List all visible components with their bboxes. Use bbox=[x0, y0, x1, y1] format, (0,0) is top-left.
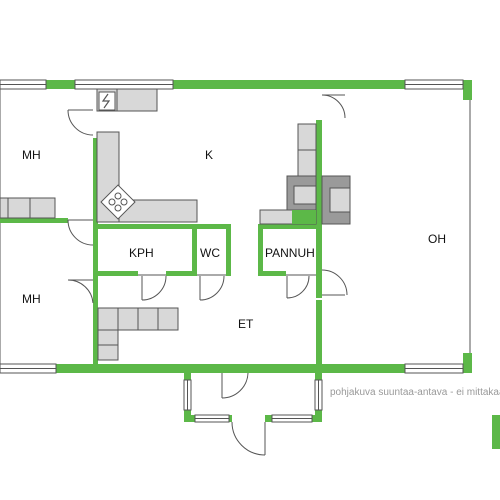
disclaimer-note: pohjakuva suuntaa-antava - ei mittakaava… bbox=[330, 387, 500, 398]
bath-top-wall bbox=[93, 224, 231, 229]
pannuh-left-wall bbox=[258, 224, 263, 276]
storage-kitchen bbox=[297, 123, 317, 177]
room-label-et: ET bbox=[238, 317, 254, 331]
wardrobe-hall bbox=[97, 307, 179, 361]
window-2 bbox=[74, 79, 174, 90]
door-mh-top bbox=[67, 109, 94, 136]
wardrobe-mh-top bbox=[0, 197, 56, 219]
door-oh-top bbox=[321, 94, 346, 119]
south-wall bbox=[0, 364, 472, 373]
door-oh-bottom bbox=[321, 269, 348, 296]
left-centre-wall-lower bbox=[93, 303, 98, 365]
pannuh-bottom-wall bbox=[258, 271, 286, 276]
door-vestibule bbox=[231, 421, 266, 456]
kitchen-living-wall bbox=[316, 120, 322, 298]
door-wc bbox=[199, 275, 225, 301]
inner-outlines bbox=[0, 85, 471, 369]
east-wall-stub-bottom bbox=[463, 353, 472, 373]
door-mh-bottom bbox=[67, 279, 94, 304]
east-wall-stub-top bbox=[463, 80, 472, 100]
interior-walls bbox=[0, 120, 322, 366]
stove bbox=[100, 184, 136, 220]
room-label-kph: KPH bbox=[129, 246, 154, 260]
doors bbox=[67, 94, 348, 456]
outer-inner-line bbox=[0, 85, 471, 369]
bedroom-divider bbox=[0, 218, 68, 223]
hall-living-wall bbox=[316, 300, 322, 366]
fireplace-living-opening bbox=[329, 187, 351, 213]
window-3 bbox=[404, 79, 464, 90]
windows bbox=[0, 79, 464, 423]
room-label-wc: WC bbox=[200, 246, 220, 260]
room-label-oh: OH bbox=[428, 232, 446, 246]
fireplace-green-wall bbox=[292, 210, 316, 224]
window-vestibule-left bbox=[183, 379, 192, 411]
fireplace bbox=[286, 175, 351, 225]
wc-right-wall bbox=[226, 224, 231, 276]
edge-marker bbox=[492, 415, 500, 449]
left-centre-wall-upper bbox=[93, 138, 98, 230]
room-label-mh-bottom: MH bbox=[22, 292, 41, 306]
window-5 bbox=[404, 363, 464, 374]
kph-bottom-wall-right bbox=[166, 271, 196, 276]
door-entrance bbox=[221, 372, 249, 399]
window-vestibule-bottom-left bbox=[194, 414, 230, 423]
electrical-panel-icon bbox=[98, 91, 116, 111]
pannuh-top-wall bbox=[258, 224, 322, 229]
north-wall bbox=[0, 80, 472, 89]
kph-bottom-wall bbox=[93, 271, 138, 276]
door-mh-divider bbox=[67, 219, 94, 246]
room-label-k: K bbox=[205, 148, 213, 162]
window-vestibule-bottom-right bbox=[271, 414, 313, 423]
left-centre-wall-mid bbox=[93, 228, 98, 303]
door-pannuh bbox=[286, 275, 310, 299]
fireplace-opening bbox=[293, 185, 317, 205]
window-vestibule-right bbox=[314, 379, 323, 411]
door-kph bbox=[141, 275, 167, 301]
room-label-mh-top: MH bbox=[22, 148, 41, 162]
kph-wc-partition bbox=[192, 224, 197, 276]
window-1 bbox=[0, 79, 47, 90]
room-label-pannuh: PANNUH bbox=[265, 246, 315, 260]
window-4 bbox=[0, 363, 57, 374]
